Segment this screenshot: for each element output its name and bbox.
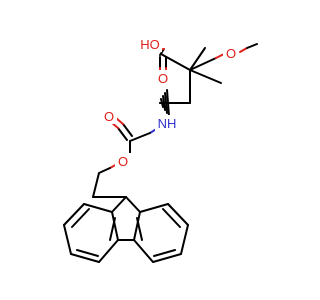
bond-right-ring-3	[180, 224, 189, 255]
label-bg-carbamate-o	[101, 108, 117, 124]
bond-ether-o-methyl-red	[239, 47, 248, 53]
bond-carbamate-co-b-o	[115, 117, 124, 125]
atom-amide-nitrogen: NH	[158, 116, 177, 131]
bond-left-ring-inner-1	[71, 208, 90, 228]
bond-left-ring-5	[98, 239, 119, 263]
label-bg-amide-n	[155, 115, 179, 131]
bond-left-ring-inner-2	[76, 249, 99, 257]
bond-right-ring-2	[167, 203, 189, 226]
atom-ether-oxygen: O	[226, 46, 236, 61]
label-bg-ether-o	[223, 45, 239, 61]
bond-right-ring-inner-1	[162, 208, 181, 228]
bond-right-ring-4	[152, 253, 182, 263]
bond-right-ring-inner-3	[136, 217, 143, 241]
bond-left-ring-inner-3	[109, 217, 116, 241]
atom-carbamate-ester-oxygen: O	[118, 154, 128, 169]
bond-ring-bottom-right	[133, 211, 141, 241]
atom-label-layer: HO O O NH O O	[101, 36, 239, 169]
bond-c9-left	[111, 196, 127, 213]
bond-alpha-cooh	[160, 53, 191, 71]
bond-ch2-c9	[92, 172, 100, 198]
bond-left-ring-1	[83, 203, 113, 213]
atom-carbonyl-oxygen: O	[158, 71, 168, 86]
bond-ether-o-methyl	[246, 43, 258, 49]
bond-ring-bottom-left	[111, 211, 119, 241]
bond-left-ring-2	[63, 203, 85, 226]
bond-quaternary-ether-o-red	[215, 53, 225, 59]
bond-quaternary-ether-o	[189, 57, 217, 71]
bond-quaternary-methyl-right	[189, 69, 222, 84]
label-bg-ester-o	[115, 153, 131, 169]
bond-n-carbamate-c	[129, 132, 151, 142]
bond-quaternary-methyl-upper	[189, 47, 206, 71]
bond-right-ring-inner-2	[153, 249, 176, 257]
bond-right-ring-1	[139, 203, 169, 213]
bond-layer	[63, 43, 258, 263]
bond-left-ring-3	[63, 224, 72, 255]
molecule-structure: HO O O NH O O	[63, 36, 258, 263]
atom-carbamate-carbonyl-oxygen: O	[104, 109, 114, 124]
atom-hydroxyl: HO	[140, 37, 160, 52]
label-bg-carbonyl-o	[155, 70, 171, 86]
bond-carbamate-co-a	[117, 127, 128, 141]
label-bg-hydroxyl	[138, 36, 162, 52]
bond-right-ring-5	[133, 239, 154, 263]
bond-c9-right	[125, 196, 141, 213]
bond-carbamate-co-b	[122, 123, 133, 137]
bond-ester-o-ch2	[98, 167, 111, 174]
bond-left-ring-4	[70, 253, 100, 263]
